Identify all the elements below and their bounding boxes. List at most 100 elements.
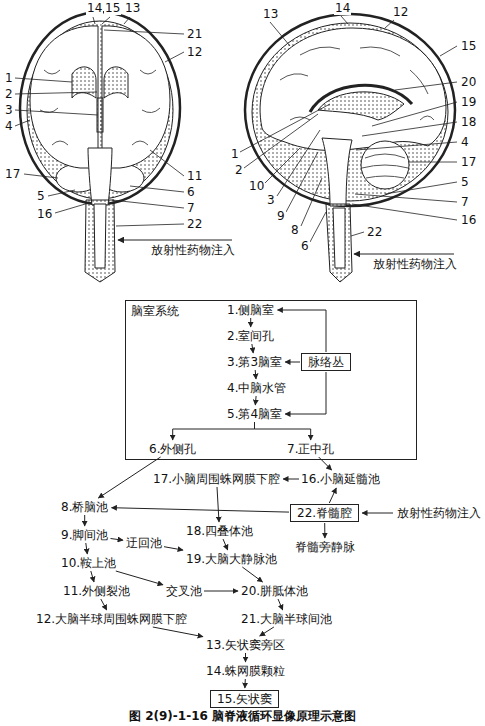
flow-arrow: [112, 508, 290, 512]
step-text: 脊髓旁静脉: [295, 540, 355, 554]
flow-step: 9.脚间池: [60, 528, 109, 542]
callout-number: 18: [460, 116, 477, 129]
leader-line: [102, 17, 110, 24]
leader-line: [286, 152, 318, 212]
flow-step: 21.大脑半球间池: [240, 612, 333, 626]
spinal-cord: [333, 208, 345, 268]
callout-number: 15: [460, 40, 477, 53]
flow-arrow: [278, 310, 327, 352]
step-text: 15.矢状窦: [217, 692, 272, 706]
leader-line: [55, 202, 92, 213]
step-text: 5.第4脑室: [227, 407, 282, 421]
gyri-lines: [280, 47, 434, 120]
flow-step: 14.蛛网膜颗粒: [205, 664, 286, 678]
flow-arrow: [319, 457, 332, 470]
flow-step: 10.鞍上池: [60, 556, 117, 570]
step-text: 13.矢状窦旁区: [206, 638, 285, 652]
flow-arrow: [245, 653, 246, 662]
corpus-callosum: [310, 85, 412, 112]
step-text: 11.外侧裂池: [63, 584, 130, 598]
callout-number: 14: [334, 2, 351, 15]
flow-arrow: [324, 523, 325, 538]
step-text: 2.室间孔: [227, 329, 274, 343]
callout-number: 12: [392, 6, 409, 19]
step-text: 8.桥脑池: [61, 500, 108, 514]
cerebellar-folia: [362, 154, 408, 178]
flow-arrow: [217, 487, 219, 522]
leader-line: [150, 150, 184, 176]
injection-label: 放射性药物注入: [396, 507, 482, 520]
flow-step: 3.第3脑室: [226, 355, 283, 369]
subarachnoid-space: [252, 23, 448, 201]
leader-line: [124, 17, 130, 24]
process-box: 22.脊髓腔: [290, 504, 359, 522]
group-frame: 脑室系统1.侧脑室2.室间孔3.第3脑室4.中脑水管5.第4脑室脉络丛6.外侧孔…: [125, 300, 417, 460]
callout-number: 12: [186, 46, 203, 59]
step-text: 4.中脑水管: [227, 381, 286, 395]
step-text: 6.外侧孔: [149, 442, 196, 456]
callout-number: 4: [460, 136, 470, 149]
injection-label: 放射性药物注入: [150, 244, 236, 257]
leader-line: [15, 78, 72, 82]
figure-caption: 图 2(9)-1-16 脑脊液循环显像原理示意图: [0, 709, 485, 723]
step-text: 1.侧脑室: [227, 303, 274, 317]
lateral-ventricle: [72, 67, 96, 98]
flow-arrow: [255, 370, 257, 379]
cerebrum: [260, 28, 446, 151]
leader-line: [15, 110, 98, 115]
leader-line: [362, 122, 457, 136]
lateral-ventricle: [104, 67, 128, 98]
injection-arrow: [118, 240, 232, 241]
flow-arrow: [255, 396, 257, 405]
flow-arrow: [250, 318, 251, 327]
step-text: 14.蛛网膜颗粒: [206, 664, 285, 678]
callout-number: 17: [4, 168, 21, 181]
right-hemisphere: [102, 26, 170, 168]
leader-line: [355, 194, 457, 202]
callout-number: 21: [186, 28, 203, 41]
flow-arrow: [86, 543, 88, 554]
callout-number: 15: [104, 2, 121, 15]
left-hemisphere: [30, 26, 98, 168]
callout-number: 22: [366, 226, 383, 239]
injection-label: 放射性药物注入: [372, 258, 458, 271]
step-text: 18.四叠体池: [186, 524, 253, 538]
flow-step: 11.外侧裂池: [62, 584, 131, 598]
leader-line: [277, 130, 320, 196]
step-text: 3.第3脑室: [227, 355, 282, 369]
leader-line: [130, 186, 184, 192]
flow-arrow: [173, 422, 255, 440]
spinal-cord: [94, 204, 106, 268]
leader-line: [116, 224, 184, 226]
leader-lines: [15, 16, 457, 242]
flow-step: 1.侧脑室: [226, 303, 275, 317]
flow-step: 6.外侧孔: [148, 442, 197, 456]
callout-number: 3: [4, 104, 14, 117]
lateral-ventricle: [318, 92, 404, 120]
process-box: 脉络丛: [301, 353, 351, 371]
leader-line: [301, 178, 322, 226]
leader-line: [395, 82, 457, 90]
flow-arrow: [91, 571, 94, 582]
flow-arrow: [204, 591, 238, 592]
leader-line: [244, 114, 318, 168]
callout-number: 1: [4, 72, 14, 85]
callout-number: 5: [36, 190, 46, 203]
cerebellum: [361, 141, 409, 189]
skull-outline: [20, 12, 180, 204]
step-text: 脉络丛: [308, 355, 344, 369]
flow-arrow: [285, 372, 326, 414]
leader-line: [270, 22, 290, 46]
callout-number: 3: [266, 194, 276, 207]
callout-number: 22: [186, 218, 203, 231]
leader-line: [372, 102, 457, 126]
callout-number: 11: [186, 170, 203, 183]
spinal-canal: [326, 204, 352, 282]
flow-step: 脊髓旁静脉: [294, 540, 356, 554]
step-text: 22.脊髓腔: [297, 506, 352, 520]
flow-arrow: [278, 599, 283, 610]
process-box: 15.矢状窦: [210, 690, 279, 708]
leader-line: [264, 148, 300, 184]
step-text: 19.大脑大静脉池: [186, 552, 277, 566]
